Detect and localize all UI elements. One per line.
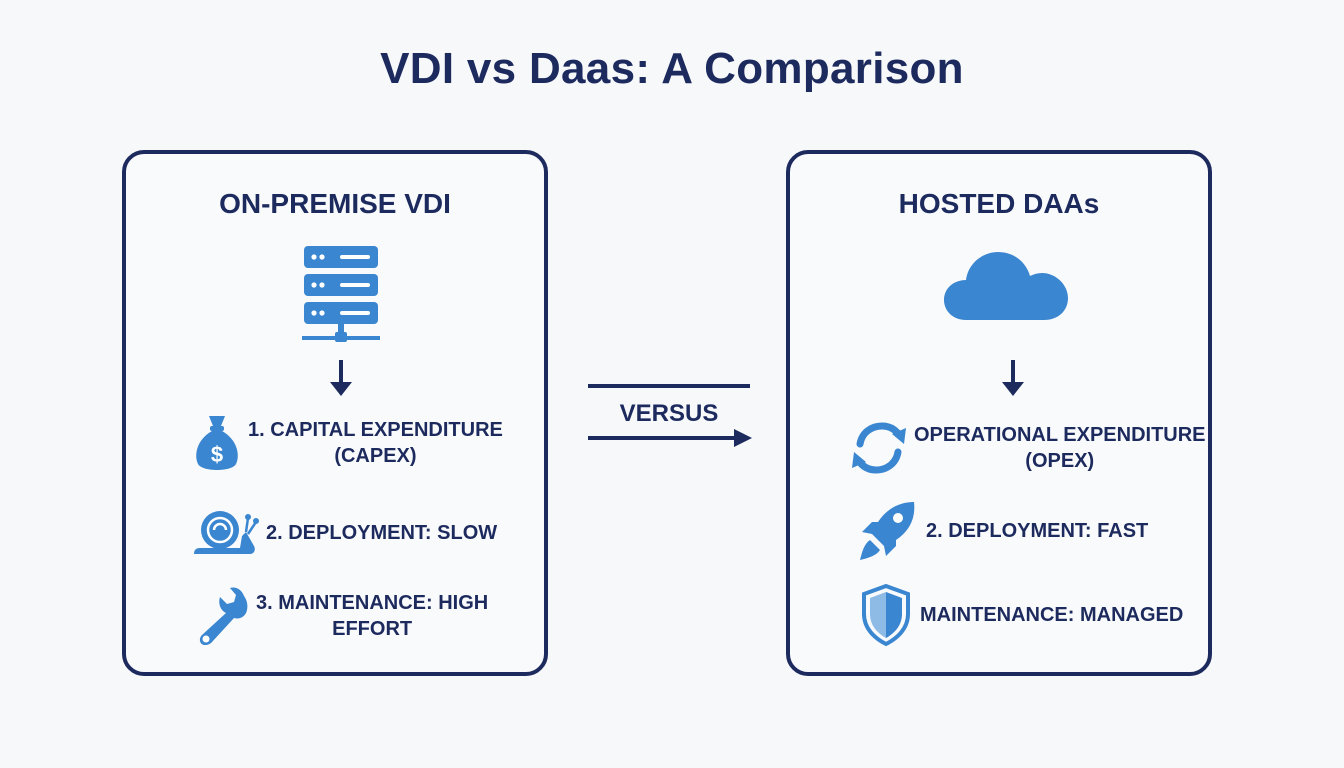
wrench-icon bbox=[199, 587, 248, 645]
svg-text:$: $ bbox=[211, 442, 223, 467]
cloud-icon bbox=[944, 252, 1068, 320]
page-title: VDI vs Daas: A Comparison bbox=[380, 44, 964, 93]
capex-item: $ 1. CAPITAL EXPENDITURE (CAPEX) bbox=[192, 412, 503, 474]
refresh-cycle-icon bbox=[852, 422, 906, 474]
hosted-daas-panel: HOSTED DAAs OPERATIONAL EXPENDITURE (OPE… bbox=[786, 150, 1212, 676]
maintenance-managed-item: MAINTENANCE: MANAGED bbox=[860, 584, 1183, 646]
server-rack-icon bbox=[302, 246, 380, 342]
panel-title-vdi: ON-PREMISE VDI bbox=[219, 188, 451, 219]
maintenance-high-line2: EFFORT bbox=[332, 618, 413, 640]
right-arrowhead-icon bbox=[734, 429, 752, 447]
deployment-slow-item: 2. DEPLOYMENT: SLOW bbox=[190, 508, 497, 558]
versus-lines bbox=[588, 384, 752, 447]
maintenance-high-line1: 3. MAINTENANCE: HIGH bbox=[256, 592, 489, 614]
versus-label: VERSUS bbox=[619, 400, 719, 427]
versus-connector: VERSUS bbox=[586, 378, 756, 458]
deployment-fast-item: 2. DEPLOYMENT: FAST bbox=[858, 500, 1148, 562]
on-premise-vdi-panel: ON-PREMISE VDI $ 1. CAPITAL EXPENDITURE … bbox=[122, 150, 548, 676]
capex-line1: 1. CAPITAL EXPENDITURE bbox=[248, 419, 503, 441]
maintenance-high-item: 3. MAINTENANCE: HIGH EFFORT bbox=[190, 586, 488, 646]
opex-item: OPERATIONAL EXPENDITURE (OPEX) bbox=[848, 420, 1206, 476]
money-bag-icon: $ bbox=[196, 416, 238, 470]
down-arrow-icon bbox=[330, 360, 352, 396]
rocket-icon bbox=[860, 502, 915, 560]
deployment-fast-line1: 2. DEPLOYMENT: FAST bbox=[926, 520, 1149, 542]
panel-title-daas: HOSTED DAAs bbox=[898, 188, 1100, 219]
snail-icon bbox=[194, 511, 259, 554]
down-arrow-icon bbox=[1002, 360, 1024, 396]
capex-line2: (CAPEX) bbox=[334, 445, 417, 467]
opex-line2: (OPEX) bbox=[1025, 450, 1095, 472]
deployment-slow-line1: 2. DEPLOYMENT: SLOW bbox=[266, 522, 498, 544]
opex-line1: OPERATIONAL EXPENDITURE bbox=[914, 424, 1206, 446]
maintenance-managed-line1: MAINTENANCE: MANAGED bbox=[920, 604, 1184, 626]
shield-icon bbox=[862, 584, 910, 646]
